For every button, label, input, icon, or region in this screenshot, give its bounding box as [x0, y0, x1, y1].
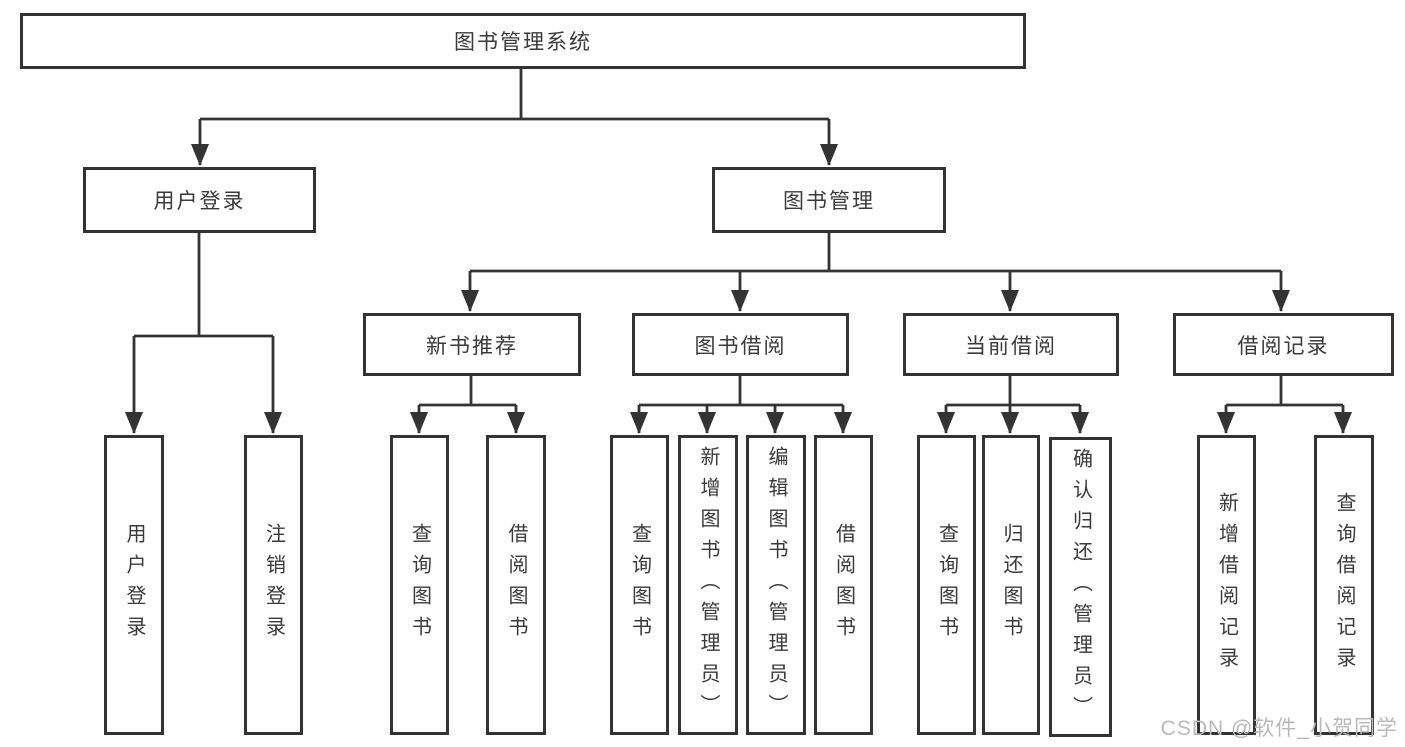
leaf-return-books: 归还图书	[982, 435, 1040, 735]
node-user-login: 用户登录	[83, 167, 316, 233]
leaf-query-borrow-record: 查询借阅记录	[1314, 435, 1374, 735]
watermark: CSDN @软件_小贺同学	[1160, 717, 1398, 740]
leaf-query-books-recommend-label: 查询图书	[408, 523, 431, 647]
node-library-management-system: 图书管理系统	[20, 13, 1026, 69]
leaf-query-books-current-label: 查询图书	[935, 523, 958, 647]
node-new-book-recommendation: 新书推荐	[363, 313, 581, 376]
leaf-query-books-recommend: 查询图书	[390, 435, 449, 735]
leaf-confirm-return-admin-label: 确认归还（管理员）	[1069, 447, 1092, 727]
leaf-add-borrow-record-label: 新增借阅记录	[1215, 492, 1238, 678]
node-book-management: 图书管理	[712, 167, 946, 233]
node-current-borrowing: 当前借阅	[903, 313, 1119, 376]
leaf-logout-label: 注销登录	[262, 523, 285, 647]
leaf-add-books-admin: 新增图书（管理员）	[678, 435, 738, 735]
leaf-edit-books-admin: 编辑图书（管理员）	[746, 435, 806, 735]
leaf-user-login: 用户登录	[104, 435, 164, 735]
leaf-user-login-label: 用户登录	[123, 523, 145, 647]
leaf-borrow-books-borrowing-label: 借阅图书	[832, 523, 855, 647]
leaf-query-books-borrowing-label: 查询图书	[628, 523, 651, 647]
leaf-add-books-admin-label: 新增图书（管理员）	[697, 445, 719, 725]
leaf-borrow-books-recommend: 借阅图书	[486, 435, 546, 735]
leaf-edit-books-admin-label: 编辑图书（管理员）	[765, 445, 787, 725]
leaf-query-borrow-record-label: 查询借阅记录	[1333, 492, 1355, 678]
leaf-add-borrow-record: 新增借阅记录	[1197, 435, 1256, 735]
leaf-logout: 注销登录	[244, 435, 303, 735]
leaf-confirm-return-admin: 确认归还（管理员）	[1049, 437, 1112, 737]
node-borrowing-records: 借阅记录	[1173, 313, 1394, 376]
leaf-query-books-borrowing: 查询图书	[610, 435, 669, 735]
leaf-query-books-current: 查询图书	[917, 435, 976, 735]
node-book-borrowing: 图书借阅	[632, 313, 849, 376]
leaf-return-books-label: 归还图书	[1000, 523, 1022, 647]
leaf-borrow-books-borrowing: 借阅图书	[814, 435, 873, 735]
leaf-borrow-books-recommend-label: 借阅图书	[505, 523, 527, 647]
